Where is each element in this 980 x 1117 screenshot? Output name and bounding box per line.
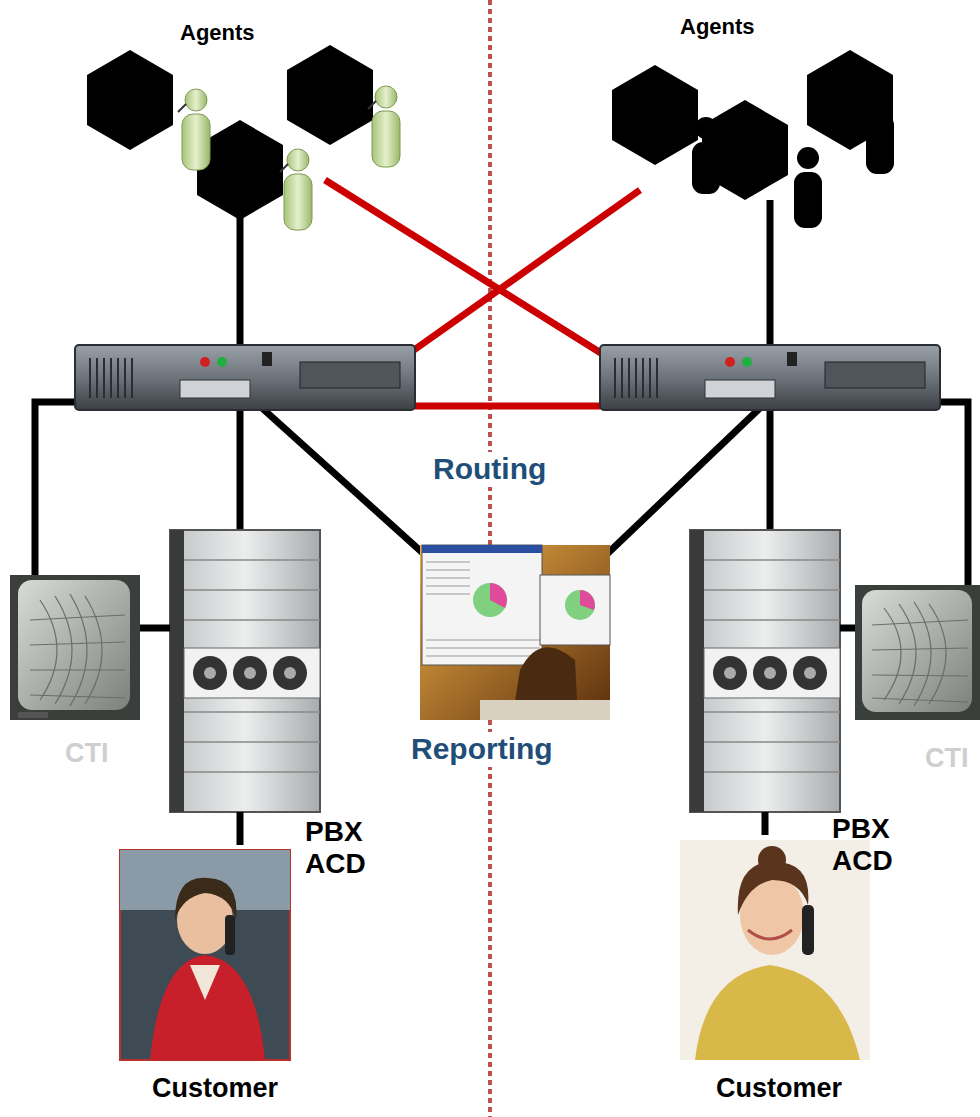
agent-group: Agents bbox=[600, 6, 940, 226]
server-right bbox=[600, 345, 940, 410]
cti-server-text: CTI bbox=[925, 743, 969, 774]
connector-line bbox=[140, 628, 170, 629]
agent-group-text: Agents bbox=[180, 20, 255, 45]
cti-server: CTI bbox=[855, 585, 975, 780]
customer: Customer bbox=[670, 835, 885, 1113]
connector-line bbox=[840, 628, 855, 629]
customer: Customer bbox=[110, 845, 310, 1113]
pbx-acd: PBX ACD bbox=[690, 530, 840, 812]
connector-line bbox=[765, 812, 766, 835]
pbx-rack-right bbox=[690, 530, 840, 812]
routing-label: Routing bbox=[430, 452, 549, 487]
agent-hexagons bbox=[87, 45, 893, 220]
server-left bbox=[75, 345, 415, 410]
reporting-station: Reporting bbox=[405, 540, 615, 780]
cti-server-left bbox=[10, 575, 140, 720]
pbx-acd-text: PBX ACD bbox=[832, 813, 893, 877]
customer-photo-left bbox=[120, 850, 290, 1060]
cti-server: CTI bbox=[10, 575, 140, 780]
reporting-station-text: Reporting bbox=[408, 732, 556, 767]
cti-server-text: CTI bbox=[65, 738, 109, 769]
agent-figures-black bbox=[688, 89, 894, 228]
agent-group-text: Agents bbox=[680, 14, 755, 39]
customer-text: Customer bbox=[152, 1073, 278, 1104]
cti-server-right bbox=[855, 585, 980, 720]
pbx-acd: PBX ACD bbox=[170, 530, 320, 812]
customer-text: Customer bbox=[716, 1073, 842, 1104]
pbx-acd-text: PBX ACD bbox=[305, 816, 366, 880]
reporting-picture bbox=[420, 545, 610, 720]
connector-line bbox=[240, 812, 241, 845]
pbx-rack-left bbox=[170, 530, 320, 812]
agent-figures-green bbox=[178, 86, 400, 230]
agent-group: Agents bbox=[85, 12, 425, 227]
